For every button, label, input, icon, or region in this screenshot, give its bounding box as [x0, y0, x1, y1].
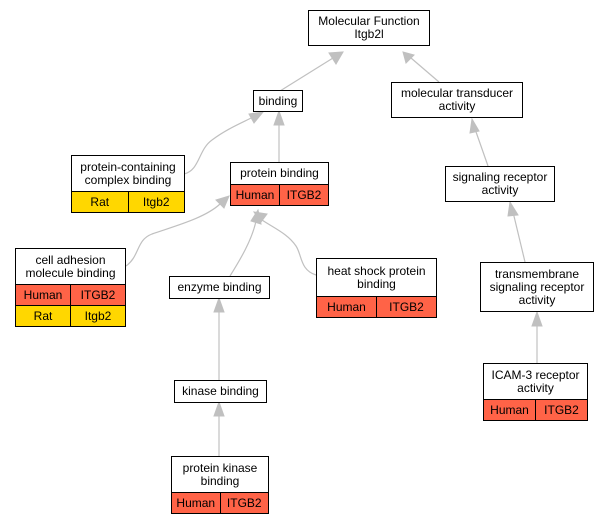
node-label: Molecular Function Itgb2l: [318, 14, 420, 41]
node-protein-binding[interactable]: protein binding Human ITGB2: [230, 162, 329, 206]
node-protein-containing-complex-binding[interactable]: protein-containing complex binding Rat I…: [71, 155, 185, 213]
species-cell: Human: [16, 285, 70, 305]
arrowhead-binding-pcb: [248, 111, 265, 124]
species-cell: Human: [484, 400, 535, 420]
annotation-row-human: Human ITGB2: [16, 284, 125, 305]
arrowhead-mta-sra: [469, 117, 480, 134]
annotation-row-human: Human ITGB2: [172, 492, 268, 513]
node-label: cell adhesion molecule binding: [25, 252, 116, 280]
arrowhead-tsra-icam: [531, 310, 543, 327]
gene-cell: ITGB2: [279, 185, 328, 205]
gene-cell: ITGB2: [219, 493, 268, 513]
gene-cell: ITGB2: [535, 400, 587, 420]
arrowhead-pb-hsp: [252, 211, 268, 223]
node-label: enzyme binding: [177, 280, 262, 294]
annotation-row-human: Human ITGB2: [231, 184, 328, 205]
node-binding[interactable]: binding: [253, 90, 303, 112]
edge-mta-mf: [410, 57, 440, 83]
annotation-row-rat: Rat Itgb2: [72, 191, 184, 212]
gene-cell: ITGB2: [70, 285, 125, 305]
node-icam3-receptor-activity[interactable]: ICAM-3 receptor activity Human ITGB2: [483, 363, 588, 421]
arrowhead-mf-binding: [328, 51, 344, 65]
gene-cell: Itgb2: [127, 192, 184, 212]
node-label: transmembrane signaling receptor activit…: [489, 266, 585, 307]
node-label: protein binding: [240, 166, 319, 180]
arrowhead-sra-tsra: [507, 200, 519, 217]
node-molecular-function[interactable]: Molecular Function Itgb2l: [308, 10, 430, 46]
node-label: protein-containing complex binding: [80, 159, 176, 187]
edge-cam-pb: [125, 203, 221, 267]
gene-cell: Itgb2: [70, 306, 125, 326]
edge-binding-mf: [279, 57, 334, 92]
node-label: heat shock protein binding: [327, 263, 426, 291]
gene-cell: ITGB2: [376, 297, 436, 317]
species-cell: Human: [317, 297, 376, 317]
node-label: binding: [258, 93, 298, 108]
node-signaling-receptor-activity[interactable]: signaling receptor activity: [445, 166, 555, 202]
edge-hsp-pb: [261, 219, 317, 276]
species-cell: Rat: [16, 306, 70, 326]
species-cell: Human: [172, 493, 220, 513]
node-transmembrane-signaling-receptor-activity[interactable]: transmembrane signaling receptor activit…: [480, 262, 594, 312]
node-label: protein kinase binding: [182, 460, 258, 488]
annotation-row-human: Human ITGB2: [484, 399, 587, 420]
edge-eb-pb: [229, 220, 257, 277]
edge-pcb-binding: [183, 115, 256, 175]
species-cell: Human: [231, 185, 279, 205]
edge-tsra-sra: [512, 211, 526, 263]
node-label: ICAM-3 receptor activity: [491, 367, 580, 395]
arrowhead-eb-kb: [213, 296, 225, 313]
arrowhead-mf-mta: [402, 51, 415, 64]
annotation-row-rat: Rat Itgb2: [16, 305, 125, 326]
node-molecular-transducer-activity[interactable]: molecular transducer activity: [391, 82, 523, 118]
node-enzyme-binding[interactable]: enzyme binding: [169, 276, 270, 299]
annotation-row-human: Human ITGB2: [317, 296, 436, 317]
node-heat-shock-protein-binding[interactable]: heat shock protein binding Human ITGB2: [316, 258, 437, 318]
node-protein-kinase-binding[interactable]: protein kinase binding Human ITGB2: [171, 456, 269, 514]
edge-sra-mta: [474, 128, 489, 167]
node-label: signaling receptor activity: [452, 170, 548, 197]
arrowhead-binding-pb: [273, 109, 285, 126]
node-label: kinase binding: [182, 384, 259, 398]
arrowhead-pb-cam: [215, 195, 230, 209]
node-cell-adhesion-molecule-binding[interactable]: cell adhesion molecule binding Human ITG…: [15, 248, 126, 327]
arrowhead-kb-pkb: [213, 400, 225, 417]
node-kinase-binding[interactable]: kinase binding: [174, 380, 267, 403]
node-label: molecular transducer activity: [400, 86, 514, 113]
species-cell: Rat: [72, 192, 128, 212]
